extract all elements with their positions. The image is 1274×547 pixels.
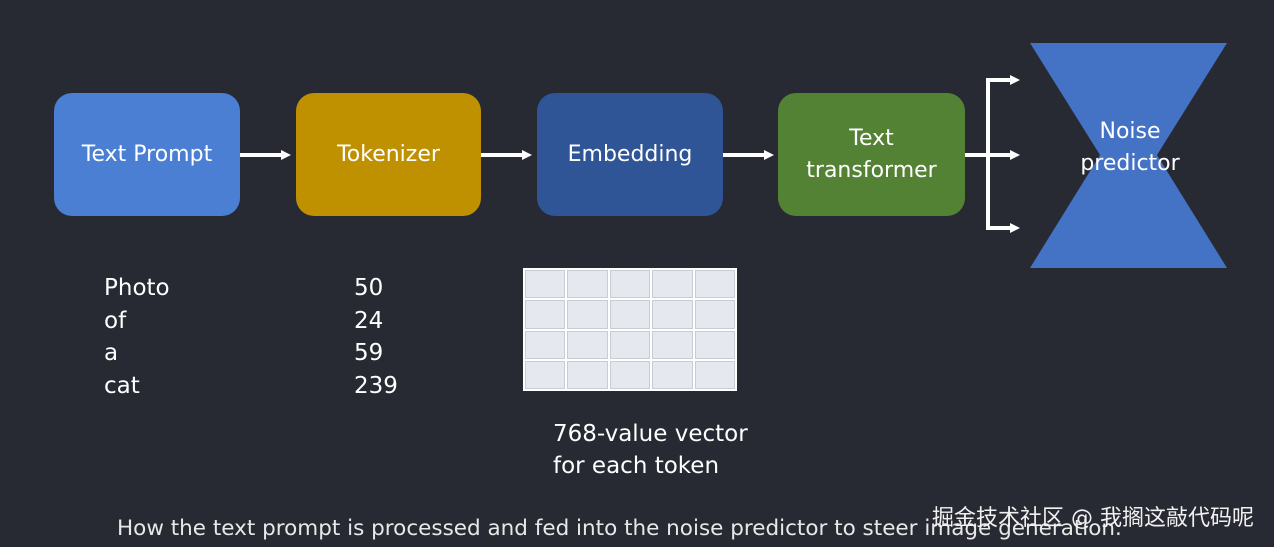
- matrix-cell: [609, 330, 651, 359]
- token-word: cat: [104, 372, 140, 399]
- embedding-label: Embedding: [567, 141, 693, 167]
- matrix-cell: [567, 270, 608, 299]
- text-transformer-label: Text transformer: [806, 125, 937, 183]
- matrix-cell: [609, 300, 651, 329]
- token-word: of: [104, 307, 127, 334]
- matrix-cell: [694, 270, 735, 299]
- matrix-cell: [694, 330, 735, 359]
- matrix-cell: [525, 270, 566, 299]
- matrix-cell: [525, 360, 566, 389]
- token-words: Photo of a cat: [104, 272, 170, 402]
- matrix-cell: [652, 330, 693, 359]
- tokenizer-label: Tokenizer: [337, 141, 440, 167]
- matrix-cell: [652, 360, 693, 389]
- matrix-cell: [652, 300, 693, 329]
- tokenizer-box: Tokenizer: [296, 93, 481, 216]
- watermark: 掘金技术社区 @ 我搁这敲代码呢: [932, 506, 1254, 531]
- token-id: 239: [354, 372, 398, 399]
- token-id: 59: [354, 340, 384, 366]
- matrix-cell: [567, 360, 608, 389]
- embedding-box: Embedding: [537, 93, 723, 216]
- token-id: 24: [354, 307, 384, 334]
- token-word: Photo: [104, 275, 170, 301]
- text-prompt-box: Text Prompt: [54, 93, 240, 216]
- matrix-cell: [609, 360, 651, 389]
- matrix-cell: [525, 300, 566, 329]
- noise-predictor-shape: [1030, 43, 1227, 268]
- matrix-cell: [567, 300, 608, 329]
- text-transformer-box: Text transformer: [778, 93, 965, 216]
- matrix-cell: [525, 330, 566, 359]
- vector-caption: 768-value vector for each token: [553, 421, 748, 479]
- noise-predictor-label: Noise predictor: [1080, 119, 1180, 176]
- matrix-cell: [609, 270, 651, 299]
- token-ids: 50 24 59 239: [354, 272, 398, 402]
- matrix-cell: [652, 270, 693, 299]
- text-prompt-label: Text Prompt: [81, 141, 213, 167]
- embedding-matrix: [523, 268, 737, 391]
- token-word: a: [104, 340, 119, 366]
- matrix-cell: [694, 300, 735, 329]
- matrix-cell: [694, 360, 735, 389]
- figure-caption: How the text prompt is processed and fed…: [117, 516, 1122, 541]
- token-id: 50: [354, 275, 384, 301]
- matrix-cell: [567, 330, 608, 359]
